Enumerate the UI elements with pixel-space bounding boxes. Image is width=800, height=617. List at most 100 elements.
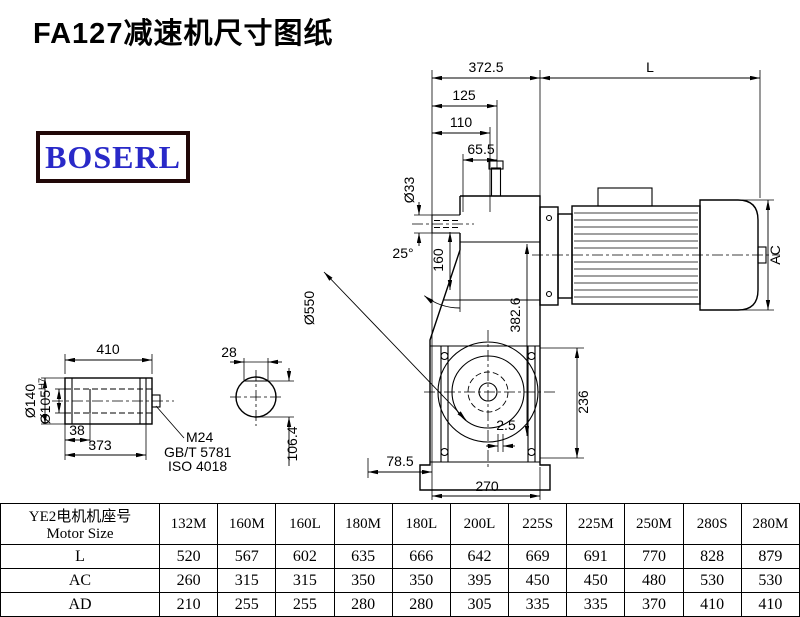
table-row-AC: AC 260 315 315 350 350 395 450 450 480 5… xyxy=(0,568,800,593)
motor-flange xyxy=(539,206,559,306)
column-header: 160L xyxy=(275,503,335,545)
dim-key-height-106-4: 106.4 xyxy=(284,426,300,461)
table-cell: 255 xyxy=(217,592,277,617)
dim-110: 110 xyxy=(450,114,473,130)
column-header: 280S xyxy=(682,503,742,545)
column-header: 132M xyxy=(158,503,219,545)
flange-bolt xyxy=(545,290,553,298)
dim-373: 373 xyxy=(88,437,112,453)
table-cell: 642 xyxy=(449,544,510,569)
table-cell: 520 xyxy=(158,544,219,569)
shaft-section-view: 28 106.4 xyxy=(221,344,300,466)
column-header: 160M xyxy=(217,503,277,545)
table-cell: 350 xyxy=(333,568,393,593)
table-cell: 305 xyxy=(449,592,510,617)
table-cell: 669 xyxy=(508,544,568,569)
table-header-motor-size-zh: YE2电机机座号 xyxy=(28,509,132,525)
dim-236: 236 xyxy=(575,390,591,414)
dim-410: 410 xyxy=(96,341,120,357)
dim-65-5: 65.5 xyxy=(467,141,494,157)
dim-bore-dia-tolerance: H7 xyxy=(37,378,48,390)
table-cell: 255 xyxy=(275,592,335,617)
dim-L: L xyxy=(646,59,654,75)
table-cell: 395 xyxy=(449,568,510,593)
terminal-box xyxy=(597,187,653,207)
table-cell: 530 xyxy=(682,568,742,593)
column-header: 280M xyxy=(740,503,800,545)
row-label: AD xyxy=(0,592,160,617)
table-header-motor-size-en: Motor Size xyxy=(46,526,114,542)
bolt-hole xyxy=(440,351,449,361)
dim-bore-dia-value: Ø105 xyxy=(37,390,53,424)
column-header: 180L xyxy=(391,503,451,545)
row-label: AC xyxy=(0,568,160,593)
table-cell: 879 xyxy=(740,544,800,569)
column-header: 225S xyxy=(508,503,568,545)
column-header: 225M xyxy=(566,503,626,545)
page-title: FA127减速机尺寸图纸 xyxy=(33,18,334,50)
table-cell: 335 xyxy=(508,592,568,617)
dim-shaft-dia-33: Ø33 xyxy=(401,177,417,204)
label-gbt-5781: GB/T 5781 xyxy=(164,444,232,460)
table-cell: 602 xyxy=(275,544,335,569)
table-row-AD: AD 210 255 255 280 280 305 335 335 370 4… xyxy=(0,592,800,617)
dim-78-5: 78.5 xyxy=(386,453,413,469)
gearbox-housing xyxy=(412,160,556,491)
flange-bolt xyxy=(545,214,553,222)
table-cell: 666 xyxy=(391,544,451,569)
column-header: 200L xyxy=(449,503,510,545)
motor-size-table: YE2电机机座号 Motor Size 132M 160M 160L 180M … xyxy=(0,503,800,617)
label-iso-4018: ISO 4018 xyxy=(168,458,227,474)
table-cell: 691 xyxy=(566,544,626,569)
reducer-dimension-drawing: 372.5 L 125 110 65.5 Ø33 160 25° Ø550 38… xyxy=(22,59,783,500)
bolt-hole xyxy=(440,447,449,457)
boserl-logo: BOSERL xyxy=(36,131,190,183)
dim-AC: AC xyxy=(767,245,783,264)
dim-382-6: 382.6 xyxy=(507,297,523,332)
motor xyxy=(532,187,780,311)
dim-160: 160 xyxy=(430,248,446,272)
table-cell: 450 xyxy=(508,568,568,593)
table-cell: 335 xyxy=(566,592,626,617)
table-cell: 210 xyxy=(158,592,219,617)
table-header-motor-size: YE2电机机座号 Motor Size xyxy=(0,503,160,545)
column-header: 180M xyxy=(333,503,393,545)
breather-plug xyxy=(490,167,502,197)
dim-bore-dia-105H7: Ø105H7 xyxy=(37,378,53,424)
table-cell: 567 xyxy=(217,544,277,569)
label-m24: M24 xyxy=(186,429,213,445)
table-cell: 635 xyxy=(333,544,393,569)
dim-flange-dia-550: Ø550 xyxy=(301,291,317,325)
m24-bolt xyxy=(151,394,161,408)
table-row-L: L 520 567 602 635 666 642 669 691 770 82… xyxy=(0,544,800,569)
table-cell: 280 xyxy=(333,592,393,617)
table-cell: 530 xyxy=(740,568,800,593)
dim-2-5: 2.5 xyxy=(496,417,516,433)
dim-key-width-28: 28 xyxy=(221,344,237,360)
table-header-row: YE2电机机座号 Motor Size 132M 160M 160L 180M … xyxy=(0,503,800,545)
table-cell: 350 xyxy=(391,568,451,593)
dim-270: 270 xyxy=(475,478,499,494)
table-cell: 480 xyxy=(624,568,684,593)
table-cell: 410 xyxy=(740,592,800,617)
dim-angle-25: 25° xyxy=(392,245,413,261)
table-cell: 315 xyxy=(217,568,277,593)
table-cell: 370 xyxy=(624,592,684,617)
table-cell: 828 xyxy=(682,544,742,569)
motor-cooling-fins xyxy=(574,212,698,298)
table-cell: 450 xyxy=(566,568,626,593)
bolt-hole xyxy=(527,351,536,361)
front-view-dimensions: 372.5 L 125 110 65.5 Ø33 160 25° Ø550 38… xyxy=(301,59,783,500)
hollow-shaft-side-view: 410 Ø140 Ø105H7 38 373 M24 GB/T 5781 ISO… xyxy=(22,341,232,474)
column-header: 250M xyxy=(624,503,684,545)
row-label: L xyxy=(0,544,160,569)
table-cell: 770 xyxy=(624,544,684,569)
table-cell: 315 xyxy=(275,568,335,593)
boserl-logo-text: BOSERL xyxy=(45,138,181,175)
dim-372-5: 372.5 xyxy=(468,59,503,75)
table-cell: 280 xyxy=(391,592,451,617)
dim-outer-dia-140: Ø140 xyxy=(22,384,38,418)
table-cell: 410 xyxy=(682,592,742,617)
bolt-hole xyxy=(527,447,536,457)
dim-38: 38 xyxy=(69,422,85,438)
